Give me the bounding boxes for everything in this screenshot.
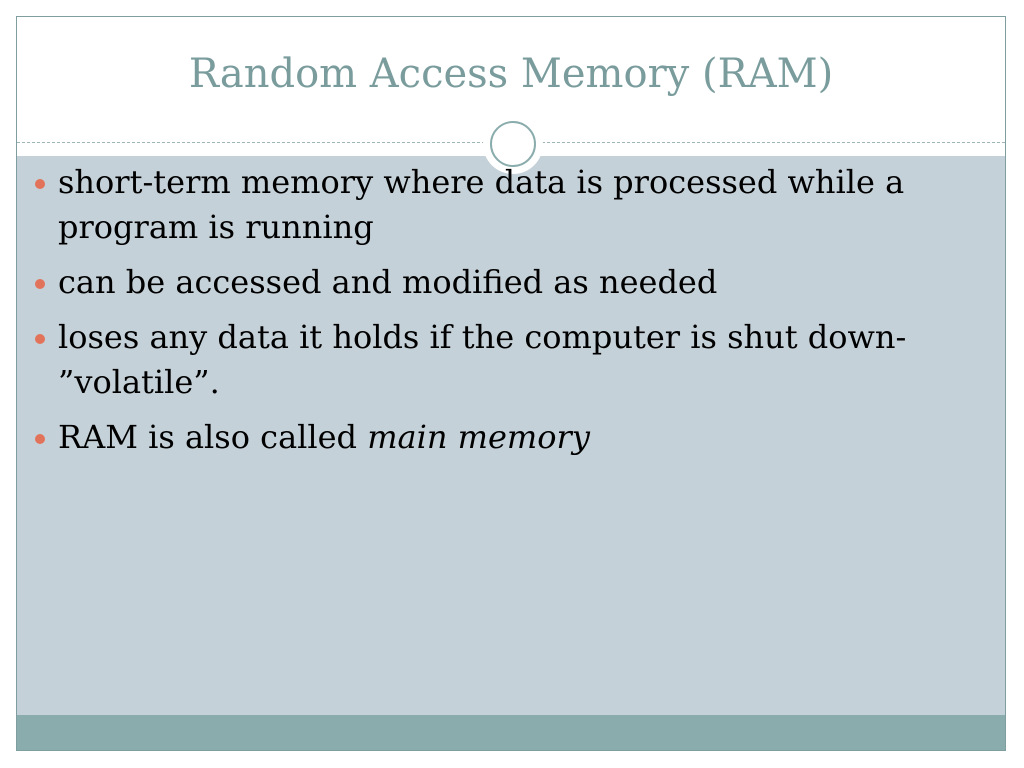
bullet-dot-icon xyxy=(35,179,45,189)
content-area xyxy=(17,156,1005,716)
bullet-dot-icon xyxy=(35,279,45,289)
circle-ornament-icon xyxy=(483,114,543,174)
footer-band xyxy=(17,715,1005,750)
bullet-text: short-term memory where data is processe… xyxy=(58,163,905,246)
bullet-text-plain: RAM is also called xyxy=(58,418,368,456)
bullet-item: loses any data it holds if the computer … xyxy=(32,315,952,405)
bullet-list: short-term memory where data is processe… xyxy=(32,160,952,470)
bullet-item: can be accessed and modified as needed xyxy=(32,260,952,305)
slide-title: Random Access Memory (RAM) xyxy=(188,51,834,97)
bullet-item: short-term memory where data is processe… xyxy=(32,160,952,250)
ornament-ring xyxy=(490,121,536,167)
slide: Random Access Memory (RAM) xyxy=(16,16,1006,751)
bullet-text-emphasis: main memory xyxy=(367,418,590,456)
bullet-text: loses any data it holds if the computer … xyxy=(58,318,907,401)
bullet-item: RAM is also called main memory xyxy=(32,415,952,460)
bullet-dot-icon xyxy=(35,334,45,344)
bullet-dot-icon xyxy=(35,434,45,444)
bullet-text: RAM is also called main memory xyxy=(58,418,590,456)
bullet-text: can be accessed and modified as needed xyxy=(58,263,718,301)
